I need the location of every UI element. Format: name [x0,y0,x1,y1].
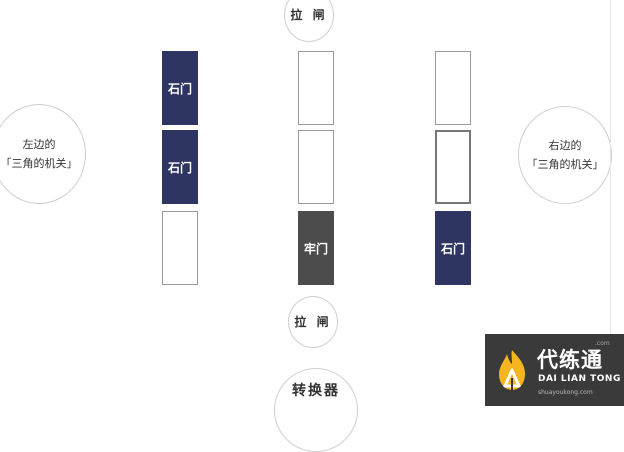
left-mechanism-line2: 「三角的机关」 [0,157,78,170]
bottom-lever-label: 拉 闸 [294,314,332,329]
watermark-domain: shuayoukong.com [538,389,593,396]
bottom-lever-circle[interactable]: 拉 闸 [288,296,338,348]
watermark-pinyin: DAI LIAN TONG [538,374,621,384]
right-door-1 [435,51,471,125]
right-mechanism-line1: 右边的 [548,139,582,152]
edge-divider [610,0,611,406]
left-door-1: 石门 [162,51,198,125]
left-triangle-mechanism[interactable]: 左边的 「三角的机关」 [0,104,86,204]
right-triangle-mechanism[interactable]: 右边的 「三角的机关」 [518,106,612,204]
middle-door-1 [298,51,334,125]
middle-door-2 [298,130,334,204]
flame-logo-icon [499,350,525,390]
watermark-brand: 代练通 [537,348,603,372]
top-lever-label: 拉 闸 [290,7,328,22]
right-door-2 [435,130,471,204]
left-door-2: 石门 [162,130,198,204]
right-mechanism-line2: 「三角的机关」 [526,158,604,171]
converter-label: 转换器 [292,382,340,399]
middle-door-3-label: 牢门 [303,241,328,256]
right-door-3-label: 石门 [440,241,465,256]
left-door-1-label: 石门 [167,81,192,96]
converter-circle[interactable]: 转换器 [274,368,358,452]
top-lever-circle[interactable]: 拉 闸 [284,0,334,42]
watermark-com: .com [595,340,610,347]
middle-door-3: 牢门 [298,211,334,285]
left-door-3 [162,211,198,285]
left-door-2-label: 石门 [167,160,192,175]
watermark-logo: 代练通 DAI LIAN TONG shuayoukong.com .com [485,334,624,406]
left-mechanism-line1: 左边的 [22,138,56,151]
right-door-3: 石门 [435,211,471,285]
